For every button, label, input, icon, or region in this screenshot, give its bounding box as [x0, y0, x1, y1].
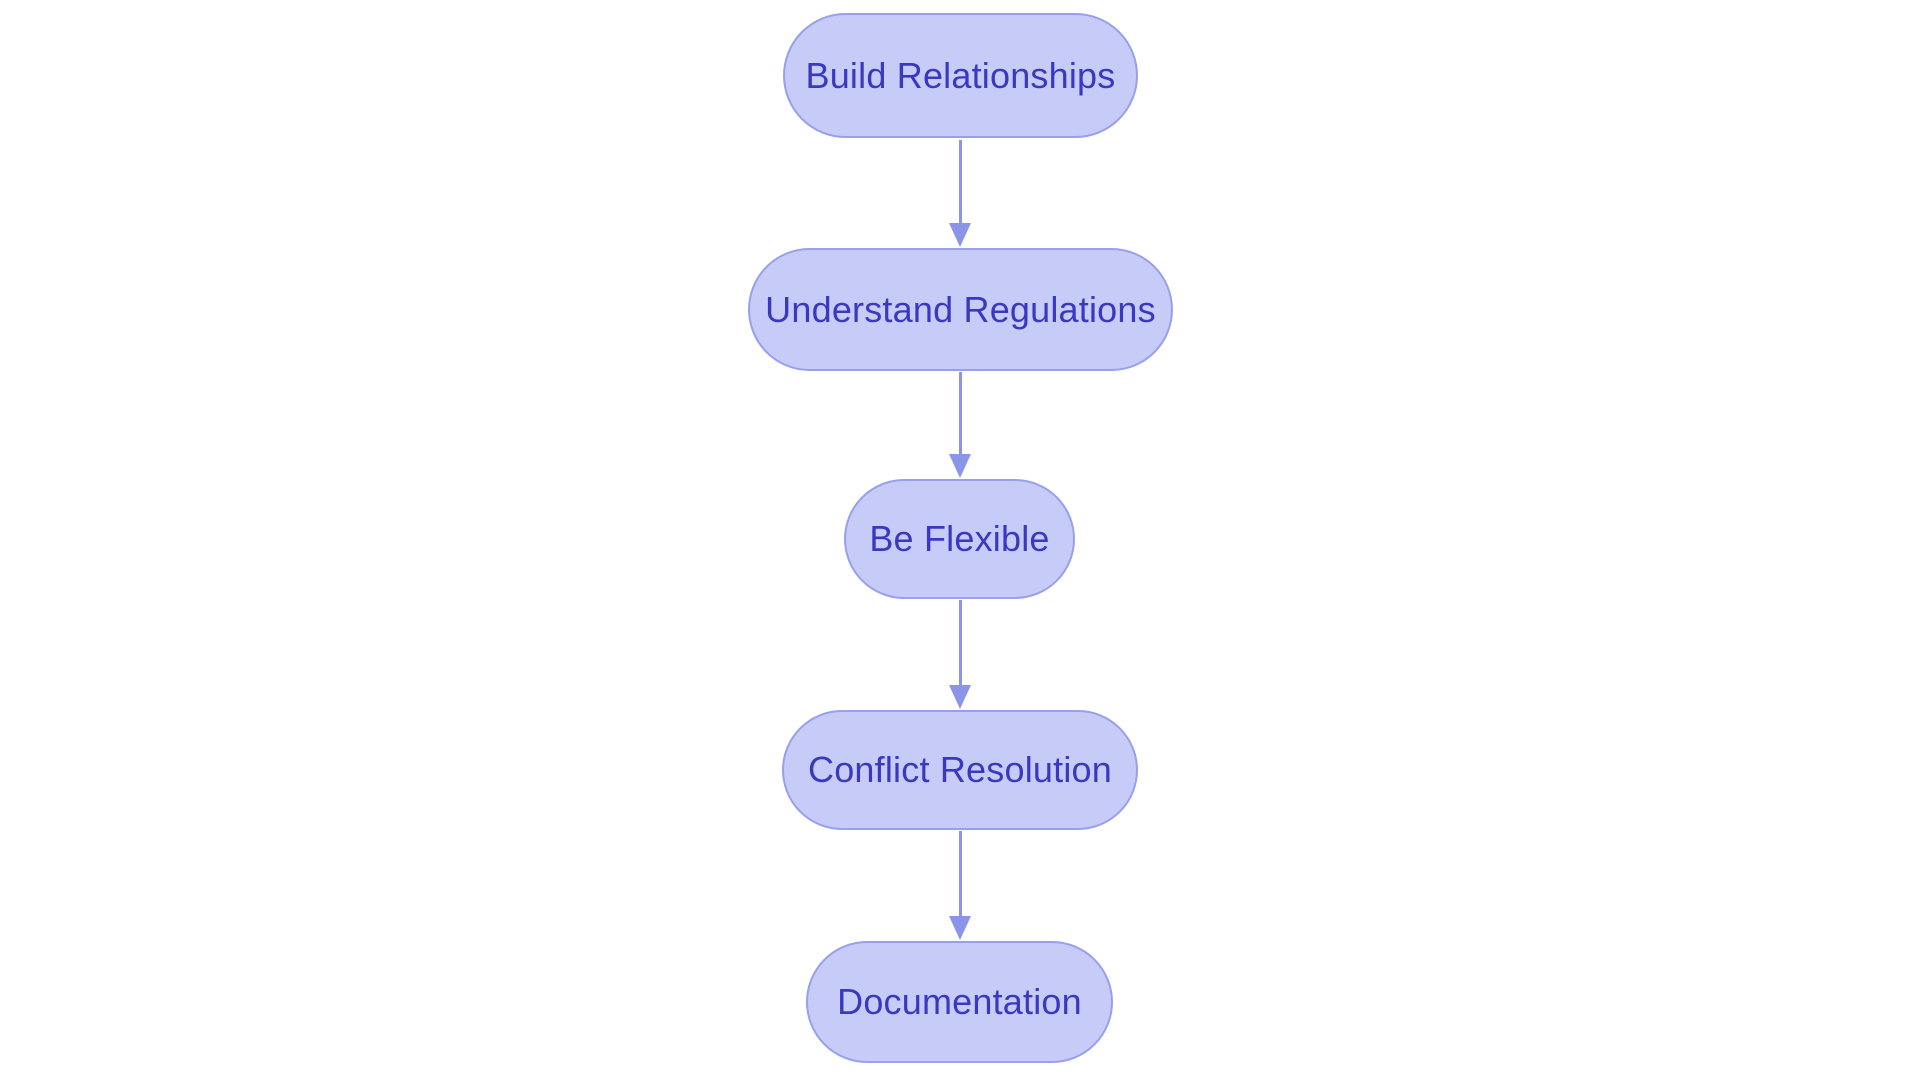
- flow-node-conflict-resolution: Conflict Resolution: [782, 710, 1138, 830]
- flow-node-label: Understand Regulations: [765, 288, 1156, 330]
- arrow-shaft: [958, 831, 962, 916]
- flow-arrow-4: [949, 831, 971, 940]
- arrow-shaft: [958, 140, 962, 223]
- flow-node-understand-regulations: Understand Regulations: [748, 248, 1173, 371]
- arrow-shaft: [958, 600, 962, 685]
- flow-node-label: Documentation: [837, 981, 1082, 1022]
- arrowhead-down-icon: [949, 454, 971, 478]
- flow-arrow-1: [949, 140, 971, 247]
- flow-node-label: Build Relationships: [805, 54, 1116, 96]
- arrow-shaft: [958, 372, 962, 454]
- flow-arrow-3: [949, 600, 971, 709]
- flow-node-label: Conflict Resolution: [808, 749, 1112, 790]
- flow-node-label: Be Flexible: [869, 518, 1050, 559]
- arrowhead-down-icon: [949, 916, 971, 940]
- arrowhead-down-icon: [949, 223, 971, 247]
- flow-node-build-relationships: Build Relationships: [783, 13, 1138, 138]
- flow-arrow-2: [949, 372, 971, 478]
- flow-node-be-flexible: Be Flexible: [844, 479, 1075, 599]
- flow-node-documentation: Documentation: [806, 941, 1113, 1063]
- arrowhead-down-icon: [949, 685, 971, 709]
